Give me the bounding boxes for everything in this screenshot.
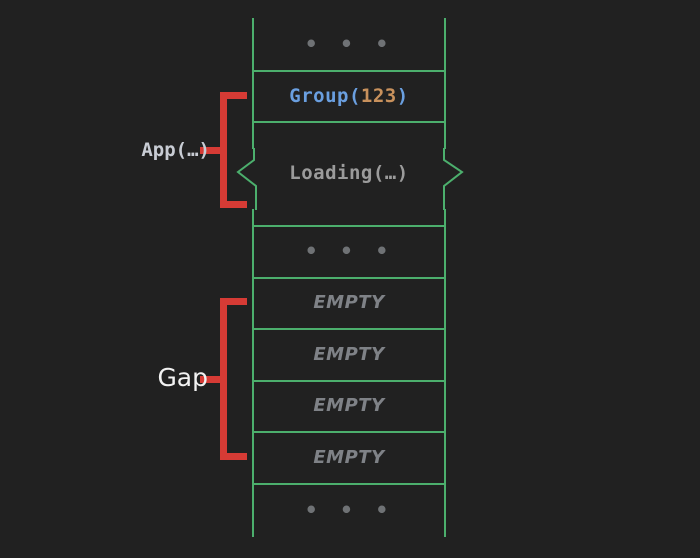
gap-bracket: [200, 298, 247, 460]
row-divider-4: [252, 277, 446, 279]
app-bracket-arm-bottom: [220, 201, 247, 208]
row-divider-2: [252, 121, 446, 123]
group-arg-number: 123: [360, 84, 397, 107]
gap-bracket-arm-bottom: [220, 453, 247, 460]
app-bracket-tick: [200, 147, 221, 154]
row-divider-6: [252, 380, 446, 382]
memory-table: • • • Group(123) Loading(…) • • • EMPTY …: [236, 18, 464, 537]
table-row-top-ellipsis: • • •: [252, 18, 446, 70]
app-bracket: [200, 92, 247, 208]
group-fn-name: Group(: [289, 84, 361, 107]
row-divider-5: [252, 328, 446, 330]
table-right-border-top: [444, 18, 446, 149]
table-row-empty-1[interactable]: EMPTY: [252, 277, 446, 328]
group-cell-text: Group(123): [289, 85, 408, 107]
table-row-mid-ellipsis: • • •: [252, 225, 446, 277]
group-close-paren: ): [396, 84, 409, 107]
table-left-border-bottom: [252, 209, 254, 537]
table-left-border-top: [252, 18, 254, 149]
app-bracket-arm-top: [220, 92, 247, 99]
loading-cell-text: Loading(…): [289, 162, 409, 184]
app-bracket-stem: [220, 92, 227, 208]
table-right-border-bottom: [444, 209, 446, 537]
empty-cell-label: EMPTY: [313, 395, 385, 416]
gap-bracket-label: Gap: [157, 363, 208, 392]
empty-cell-label: EMPTY: [313, 446, 385, 468]
table-row-empty-3[interactable]: EMPTY: [252, 380, 446, 431]
table-row-loading[interactable]: Loading(…): [252, 121, 446, 225]
table-row-empty-4[interactable]: EMPTY: [252, 431, 446, 483]
empty-cell-label: EMPTY: [313, 343, 385, 365]
table-row-bottom-ellipsis: • • •: [252, 483, 446, 537]
row-divider-3: [252, 225, 446, 227]
gap-bracket-stem: [220, 298, 227, 460]
ellipsis-text: • • •: [304, 32, 394, 56]
row-divider-7: [252, 431, 446, 433]
gap-bracket-arm-top: [220, 298, 247, 305]
table-row-empty-2[interactable]: EMPTY: [252, 328, 446, 380]
row-divider-1: [252, 70, 446, 72]
gap-bracket-tick: [200, 376, 221, 383]
ellipsis-text: • • •: [304, 239, 394, 263]
table-row-group[interactable]: Group(123): [252, 70, 446, 121]
row-divider-8: [252, 483, 446, 485]
empty-cell-label: EMPTY: [313, 292, 385, 313]
ellipsis-text: • • •: [304, 498, 394, 522]
app-bracket-label: App(…): [141, 139, 210, 161]
